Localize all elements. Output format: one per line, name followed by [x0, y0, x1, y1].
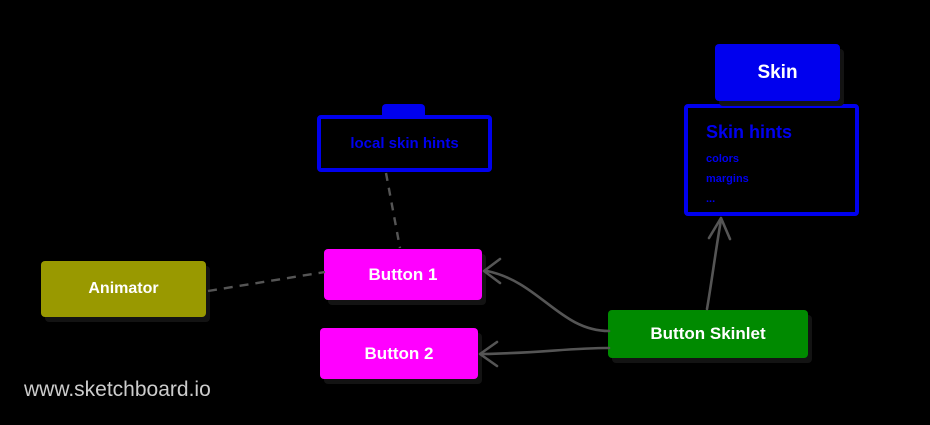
- node-button2-label: Button 2: [364, 343, 434, 363]
- node-skin-hints[interactable]: Skin hints colors margins ...: [684, 104, 859, 216]
- watermark-sketchboard: www.sketchboard.io: [24, 378, 211, 401]
- local-skin-hints-tab-marker: [382, 104, 425, 119]
- node-button-skinlet-label: Button Skinlet: [650, 324, 766, 343]
- connector-skinlet-to-button2: [481, 346, 611, 356]
- node-skin-hints-title: Skin hints: [706, 122, 793, 142]
- node-skin-hints-attr-colors: colors: [706, 152, 740, 165]
- node-animator-label: Animator: [88, 280, 159, 297]
- arrowhead-button2: [478, 340, 499, 368]
- node-local-skin-hints[interactable]: local skin hints: [317, 115, 492, 172]
- node-skin[interactable]: Skin: [715, 44, 840, 101]
- connector-skinlet-to-skinhints: [705, 218, 723, 311]
- node-button2[interactable]: Button 2: [320, 328, 478, 379]
- arrowhead-skinhints: [707, 216, 732, 241]
- node-skin-hints-attr-margins: margins: [706, 173, 749, 186]
- node-button-skinlet[interactable]: Button Skinlet: [608, 310, 808, 358]
- node-button1-label: Button 1: [368, 264, 438, 284]
- node-skin-hints-attr-ellipsis: ...: [706, 193, 716, 206]
- connector-localskinhints-to-button1: [384, 172, 402, 249]
- node-animator[interactable]: Animator: [41, 261, 206, 317]
- node-skin-label: Skin: [757, 61, 798, 83]
- connector-animator-to-button1: [207, 270, 326, 293]
- connector-skinlet-to-button1: [485, 269, 611, 333]
- node-button1[interactable]: Button 1: [324, 249, 482, 300]
- arrowhead-button1: [482, 257, 502, 285]
- node-local-skin-hints-label: local skin hints: [350, 135, 459, 152]
